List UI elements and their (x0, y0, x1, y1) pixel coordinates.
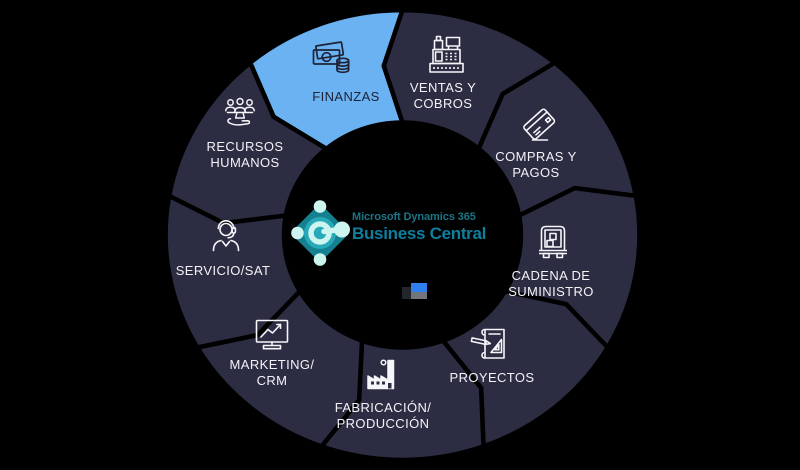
watermark-blue-shape (411, 283, 427, 292)
brand-line-2: Business Central (352, 224, 487, 243)
watermark-gray-shape (411, 292, 427, 299)
brand-text: Microsoft Dynamics 365 Business Central (352, 211, 486, 244)
segment-recursos-humanos (166, 60, 329, 226)
brand-line-1: Microsoft Dynamics 365 (352, 211, 476, 223)
dynamics365-business-central-logo: Microsoft Dynamics 365 Business Central (291, 198, 486, 270)
watermark-mark (402, 283, 428, 300)
watermark-dark-shape (402, 287, 411, 299)
dynamics365-emblem-icon (291, 200, 350, 266)
